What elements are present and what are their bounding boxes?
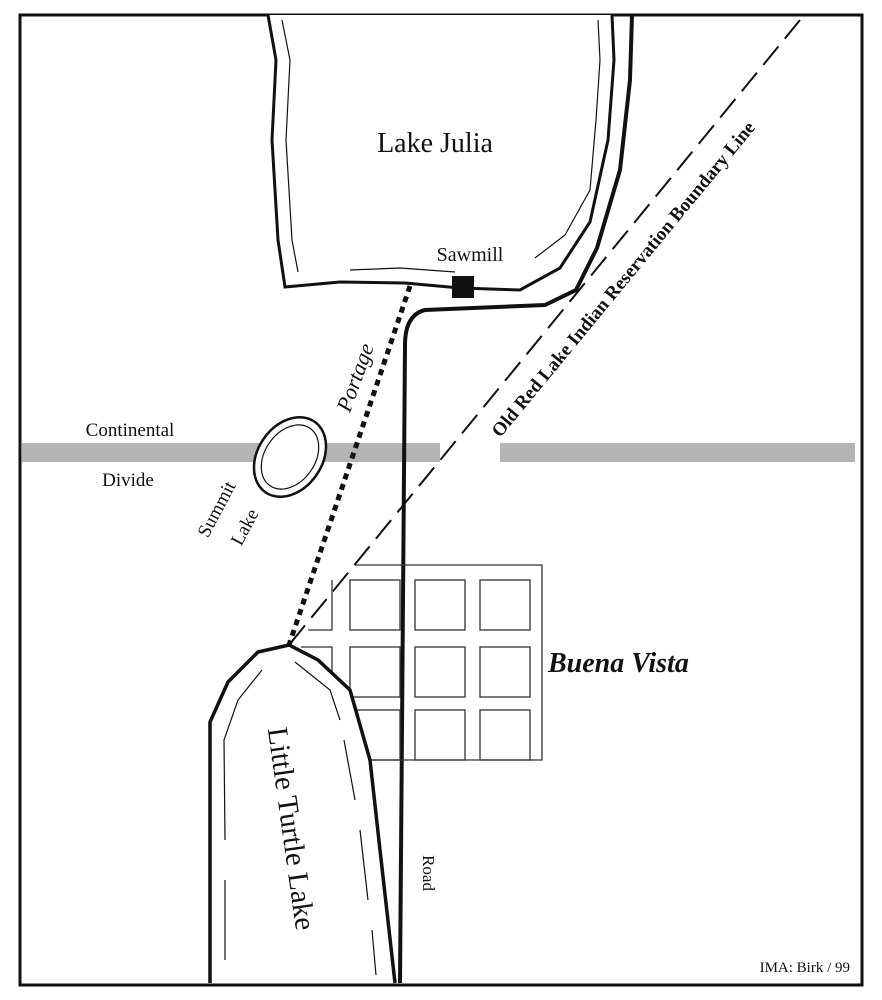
map-credit: IMA: Birk / 99 — [760, 960, 850, 976]
divide-label: Divide — [102, 470, 154, 491]
little-turtle-lake-shoreline — [223, 661, 377, 976]
summit-lake — [252, 416, 328, 498]
sawmill-marker — [452, 276, 474, 298]
continental-divide — [22, 443, 855, 462]
little-turtle-lake — [208, 643, 397, 984]
continental-label: Continental — [86, 420, 175, 441]
road — [398, 14, 634, 984]
portage-trail — [286, 285, 413, 646]
lake-julia — [266, 14, 616, 292]
sawmill-label: Sawmill — [437, 244, 504, 266]
road-label: Road — [419, 855, 438, 891]
lake-julia-label: Lake Julia — [377, 128, 493, 159]
buena-vista-label: Buena Vista — [547, 648, 689, 679]
lake-julia-shoreline — [281, 19, 601, 273]
